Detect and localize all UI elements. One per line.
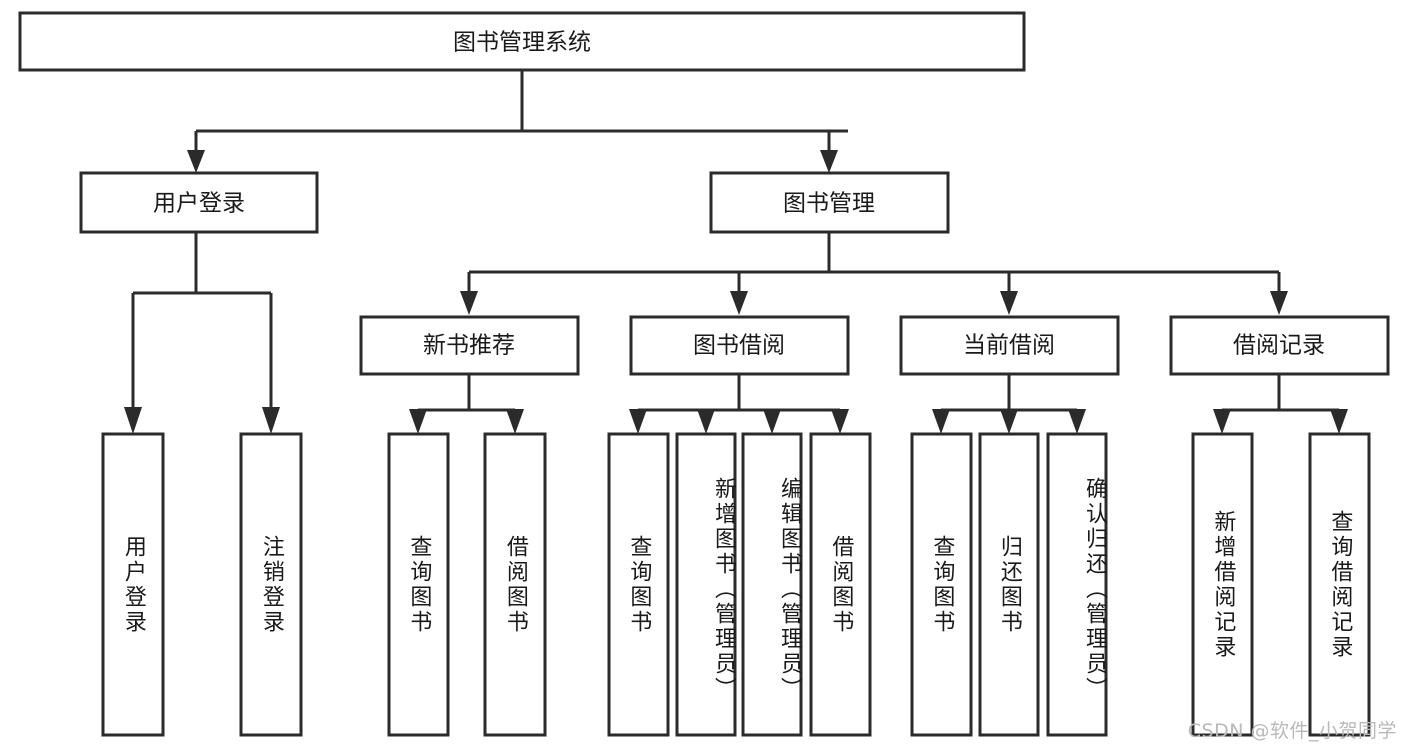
node-root-label: 图书管理系统 xyxy=(453,30,591,56)
node-new-book-recommend-label: 新书推荐 xyxy=(423,333,515,359)
leaf-node-borrow-book-2[interactable] xyxy=(809,432,872,737)
leaf-node-confirm-return-admin[interactable] xyxy=(1046,432,1108,737)
node-borrow-record-label: 借阅记录 xyxy=(1233,333,1325,359)
node-book-borrow-label: 图书借阅 xyxy=(693,333,785,359)
leaf-node-add-book-admin[interactable] xyxy=(675,432,737,737)
node-new-book-recommend[interactable]: 新书推荐 xyxy=(359,315,580,376)
connector-root-to-level2 xyxy=(187,70,848,173)
node-user-login-label: 用户登录 xyxy=(153,191,245,217)
leaf-node-query-book-1[interactable] xyxy=(387,432,450,737)
connector-bookborrow-to-leaves xyxy=(629,374,849,434)
leaf-node-logout-login[interactable] xyxy=(239,432,303,737)
node-current-borrow-label: 当前借阅 xyxy=(963,333,1055,359)
leaf-node-user-login[interactable] xyxy=(101,432,165,737)
connector-newbook-to-leaves xyxy=(409,374,524,434)
leaf-node-borrow-book-1[interactable] xyxy=(483,432,547,737)
node-book-borrow[interactable]: 图书借阅 xyxy=(629,315,850,376)
node-borrow-record[interactable]: 借阅记录 xyxy=(1169,315,1390,376)
watermark-text: CSDN @软件_小贺同学 xyxy=(1187,720,1397,742)
node-book-manage-label: 图书管理 xyxy=(783,191,875,217)
node-root[interactable]: 图书管理系统 xyxy=(18,11,1026,72)
connector-borrowrecord-to-leaves xyxy=(1213,374,1348,434)
leaf-node-query-book-2[interactable] xyxy=(607,432,670,737)
node-book-manage[interactable]: 图书管理 xyxy=(709,171,950,234)
leaf-node-query-book-3[interactable] xyxy=(910,432,973,737)
node-current-borrow[interactable]: 当前借阅 xyxy=(899,315,1120,376)
connector-bookmanage-to-level3 xyxy=(460,232,1288,315)
leaf-node-add-borrow-record[interactable] xyxy=(1191,432,1254,737)
connector-userlogin-to-leaves xyxy=(124,232,280,434)
leaf-node-query-borrow-record[interactable] xyxy=(1308,432,1371,737)
leaf-node-return-book[interactable] xyxy=(978,432,1040,737)
connector-currentborrow-to-leaves xyxy=(932,374,1086,434)
leaf-node-edit-book-admin[interactable] xyxy=(741,432,803,737)
node-user-login[interactable]: 用户登录 xyxy=(79,171,319,234)
